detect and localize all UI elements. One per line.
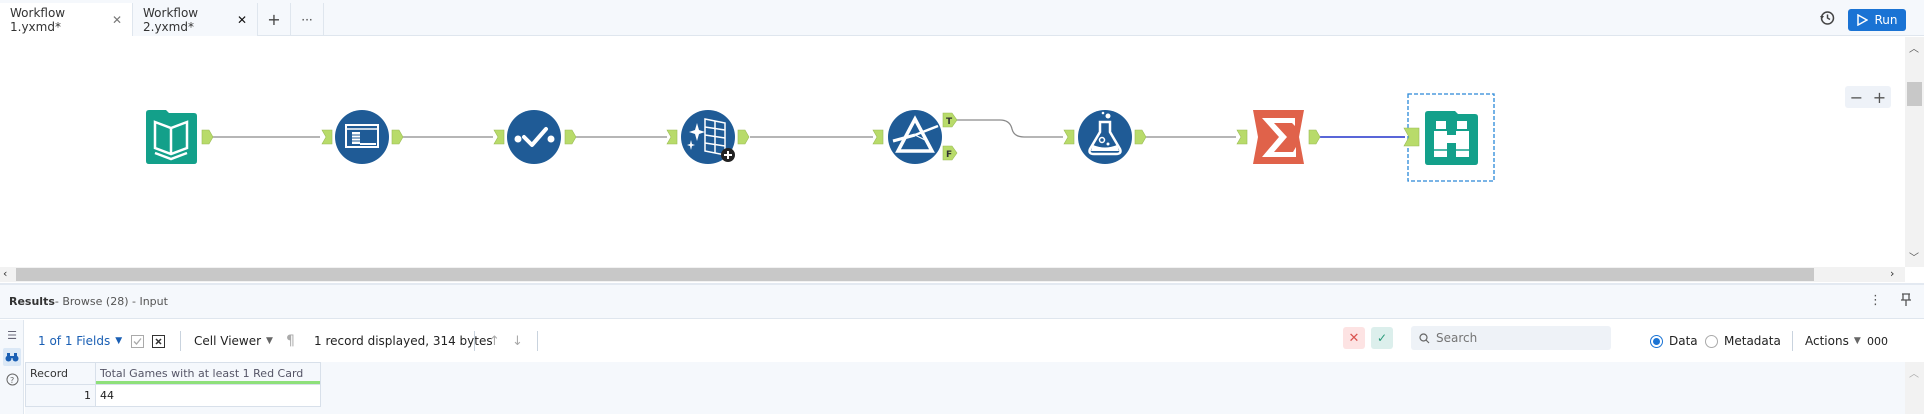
canvas-horizontal-scrollbar[interactable]: ‹ › — [0, 267, 1905, 282]
column-header-total-games[interactable]: Total Games with at least 1 Red Card — [95, 362, 321, 385]
results-subtitle: - Browse (28) - Input — [54, 295, 168, 308]
run-button[interactable]: Run — [1848, 9, 1906, 31]
divider — [474, 331, 475, 351]
data-cleansing-tool-icon[interactable] — [507, 110, 561, 164]
tab-workflow-1[interactable]: Workflow 1.yxmd* ✕ — [0, 3, 132, 37]
play-icon — [1857, 14, 1869, 26]
autofield-tool-icon[interactable] — [681, 110, 735, 164]
metadata-label: Metadata — [1724, 334, 1781, 348]
table-header-row: Record Total Games with at least 1 Red C… — [25, 362, 321, 385]
divider — [1792, 331, 1793, 351]
data-label: Data — [1669, 334, 1698, 348]
table-row: 1 44 — [25, 384, 321, 407]
pilcrow-icon[interactable]: ¶ — [286, 333, 295, 349]
results-table: Record Total Games with at least 1 Red C… — [25, 362, 321, 407]
more-tabs-button[interactable]: ··· — [291, 3, 324, 36]
results-title: Results — [9, 295, 55, 308]
divider — [537, 331, 538, 351]
record-info-text: 1 record displayed, 314 bytes — [314, 334, 493, 348]
tab-workflow-2[interactable]: Workflow 2.yxmd* ✕ — [132, 3, 258, 36]
list-icon[interactable]: ☰ — [7, 328, 17, 342]
browse-tool-icon[interactable] — [1425, 111, 1478, 165]
close-icon[interactable]: ✕ — [111, 13, 122, 27]
fields-label: 1 of 1 Fields — [38, 334, 111, 348]
true-anchor-label: T — [946, 117, 953, 127]
scroll-left-icon[interactable]: ‹ — [3, 267, 8, 280]
close-icon[interactable]: ✕ — [236, 12, 247, 27]
overflow-label: 000 — [1867, 334, 1888, 348]
tab-bar: Workflow 1.yxmd* ✕ Workflow 2.yxmd* ✕ + … — [0, 0, 1924, 37]
chevron-down-icon: ▼ — [266, 336, 273, 346]
chevron-down-icon: ▼ — [1853, 336, 1861, 346]
arrow-up-icon[interactable]: ↑ — [489, 333, 500, 349]
filter-tool-icon[interactable] — [888, 110, 942, 164]
record-info: 1 record displayed, 314 bytes — [314, 334, 493, 348]
help-icon[interactable]: ? — [3, 370, 21, 388]
fields-dropdown[interactable]: 1 of 1 Fields ▼ — [38, 334, 122, 348]
formula-tool-icon[interactable] — [1078, 110, 1132, 164]
results-side-strip: ☰ ? — [0, 320, 24, 414]
more-options-icon[interactable]: ⋮ — [1869, 293, 1882, 308]
scroll-right-icon[interactable]: › — [1890, 267, 1895, 280]
binoculars-icon[interactable] — [3, 348, 21, 366]
select-all-checkbox-icon[interactable] — [131, 334, 144, 348]
run-label: Run — [1874, 13, 1898, 27]
canvas-vertical-scrollbar[interactable]: ︿ ﹀ — [1905, 37, 1924, 267]
input-data-tool-icon[interactable] — [146, 110, 197, 164]
chevron-down-icon: ▼ — [115, 336, 123, 346]
radio-selected-icon — [1650, 334, 1663, 348]
arrow-down-icon[interactable]: ↓ — [512, 333, 523, 349]
zoom-out-button[interactable]: − — [1849, 87, 1864, 107]
cell-viewer-dropdown[interactable]: Cell Viewer ▼ — [194, 334, 273, 348]
scroll-up-icon[interactable]: ︿ — [1909, 369, 1919, 380]
divider — [180, 331, 181, 351]
record-number-cell: 1 — [25, 384, 96, 407]
search-box[interactable] — [1411, 326, 1611, 350]
metadata-radio[interactable]: Metadata — [1705, 334, 1781, 348]
cell-viewer-label: Cell Viewer — [194, 334, 262, 348]
new-tab-button[interactable]: + — [258, 3, 291, 36]
results-toolbar: 1 of 1 Fields ▼ Cell Viewer ▼ ¶ 1 record… — [25, 320, 1905, 362]
zoom-in-button[interactable]: + — [1872, 87, 1887, 107]
search-icon — [1419, 332, 1430, 344]
zoom-controls: − + — [1845, 86, 1891, 108]
scrollbar-thumb[interactable] — [16, 268, 1814, 281]
column-header-record[interactable]: Record — [25, 362, 96, 385]
svg-text:?: ? — [10, 376, 14, 385]
search-input[interactable] — [1436, 331, 1606, 345]
apply-filter-button[interactable]: ✓ — [1371, 327, 1393, 349]
clear-filter-button[interactable]: ✕ — [1343, 327, 1365, 349]
results-table-area: Record Total Games with at least 1 Red C… — [25, 362, 1905, 414]
table-vertical-scrollbar[interactable]: ︿ — [1905, 362, 1924, 414]
scrollbar-thumb[interactable] — [1907, 82, 1922, 106]
history-icon[interactable] — [1818, 9, 1836, 27]
false-anchor-label: F — [946, 150, 952, 160]
pin-icon[interactable] — [1900, 293, 1912, 308]
scroll-up-icon[interactable]: ︿ — [1909, 44, 1919, 55]
scroll-down-icon[interactable]: ﹀ — [1909, 253, 1919, 264]
select-tool-icon[interactable] — [335, 110, 389, 164]
data-radio[interactable]: Data — [1650, 334, 1698, 348]
actions-label: Actions — [1805, 334, 1849, 348]
workflow-canvas[interactable]: T F — [0, 37, 1905, 267]
actions-dropdown[interactable]: Actions ▼ — [1805, 334, 1861, 348]
tab-label: Workflow 1.yxmd* — [10, 6, 66, 34]
value-cell[interactable]: 44 — [95, 384, 321, 407]
results-header: Results - Browse (28) - Input ⋮ — [0, 283, 1924, 319]
radio-icon — [1705, 334, 1718, 348]
overflow-button[interactable]: 000 — [1867, 335, 1888, 348]
deselect-checkbox-icon[interactable] — [152, 334, 165, 348]
tab-label: Workflow 2.yxmd* — [143, 5, 199, 34]
summarize-tool-icon[interactable] — [1253, 110, 1304, 164]
